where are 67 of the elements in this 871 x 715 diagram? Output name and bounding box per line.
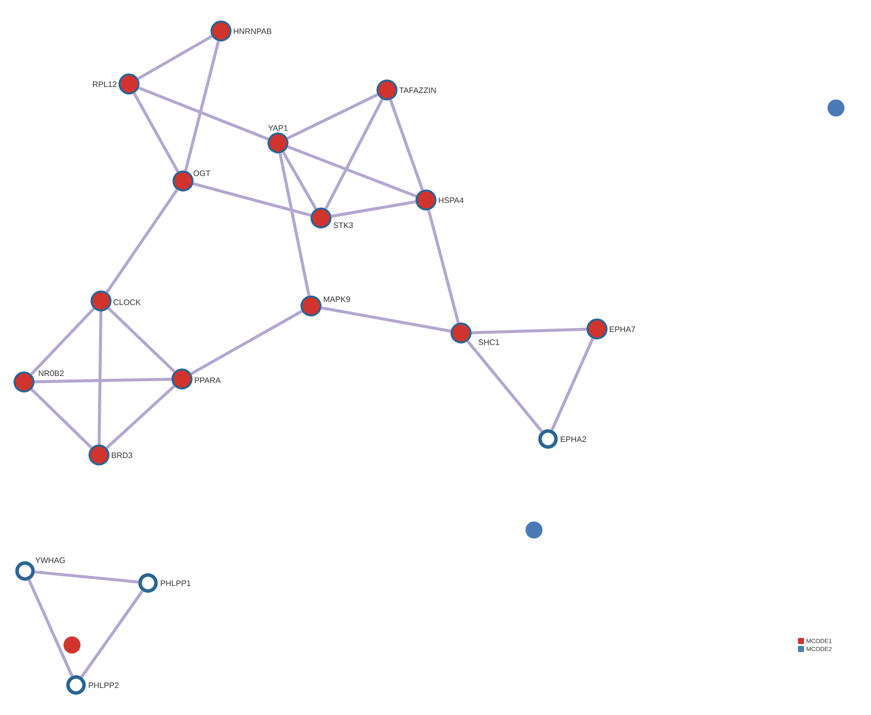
edge-line xyxy=(106,188,178,294)
edge-line xyxy=(108,307,176,373)
edge-line xyxy=(466,340,543,432)
node-label: YWHAG xyxy=(35,557,65,564)
gene-node: RPL12 xyxy=(93,74,140,94)
dot xyxy=(526,522,542,538)
gene-node: YAP1 xyxy=(268,125,288,154)
edge-line xyxy=(192,182,312,217)
node-label: RPL12 xyxy=(93,81,116,87)
node-label: TAFAZZIN xyxy=(399,87,436,93)
edge-line xyxy=(132,92,180,173)
node-label: MAPK9 xyxy=(324,296,350,302)
edge-line xyxy=(184,40,220,172)
gene-node: HNRNPAB xyxy=(210,20,272,42)
edge-line xyxy=(80,590,144,678)
gene-node: PHLPP1 xyxy=(138,573,190,593)
node-label: EPHA7 xyxy=(610,326,636,332)
node-label: PPARA xyxy=(194,377,221,383)
edge-line xyxy=(471,328,587,334)
node-label: OGT xyxy=(194,170,210,176)
gene-node: EPHA7 xyxy=(586,318,636,340)
gene-node: EPHA2 xyxy=(538,429,586,449)
edge-line xyxy=(287,145,417,198)
gene-node: PPARA xyxy=(172,368,221,390)
node-label: HNRNPAB xyxy=(234,28,272,34)
gene-node: OGT xyxy=(172,170,210,192)
edge-line xyxy=(331,200,416,218)
gene-node: STK3 xyxy=(310,208,353,228)
edge-line xyxy=(28,579,74,677)
gene-node: BRD3 xyxy=(88,444,132,466)
edge-line xyxy=(138,86,269,141)
edge-line xyxy=(286,93,378,140)
dot xyxy=(828,100,844,116)
node-label: CLOCK xyxy=(114,299,141,306)
gene-node: YWHAG xyxy=(15,557,65,581)
edge-line xyxy=(282,151,318,210)
node-label: PHLPP2 xyxy=(88,682,118,688)
gene-node: TAFAZZIN xyxy=(376,80,436,100)
edge-line xyxy=(550,338,594,431)
edge-line xyxy=(98,311,102,445)
node-label: YAP1 xyxy=(268,125,288,131)
edge-line xyxy=(30,308,95,376)
gene-node: HSPA4 xyxy=(416,190,464,210)
edge-line xyxy=(278,153,310,296)
edge-line xyxy=(389,99,424,191)
edge-line xyxy=(34,570,138,584)
edge-line xyxy=(30,388,93,449)
gene-node: CLOCK xyxy=(90,290,141,312)
node-label: EPHA2 xyxy=(560,436,586,442)
edge-line xyxy=(34,378,172,384)
gene-node: SHC1 xyxy=(450,322,500,346)
dot xyxy=(64,636,80,654)
edge-line xyxy=(190,310,303,376)
gene-node: PHLPP2 xyxy=(66,675,118,695)
node-label: NR0B2 xyxy=(38,370,64,376)
edge-line xyxy=(106,384,176,450)
node-label: HSPA4 xyxy=(438,197,464,204)
gene-node: MAPK9 xyxy=(300,296,350,316)
edge-line xyxy=(137,34,213,80)
gene-node: NR0B2 xyxy=(14,370,64,392)
edge-line xyxy=(324,98,384,210)
edge-line xyxy=(321,306,451,333)
node-label: BRD3 xyxy=(112,452,132,458)
node-label: PHLPP1 xyxy=(160,580,190,586)
node-label: STK3 xyxy=(334,222,353,228)
node-label: SHC1 xyxy=(478,339,500,346)
edge-line xyxy=(427,210,460,324)
